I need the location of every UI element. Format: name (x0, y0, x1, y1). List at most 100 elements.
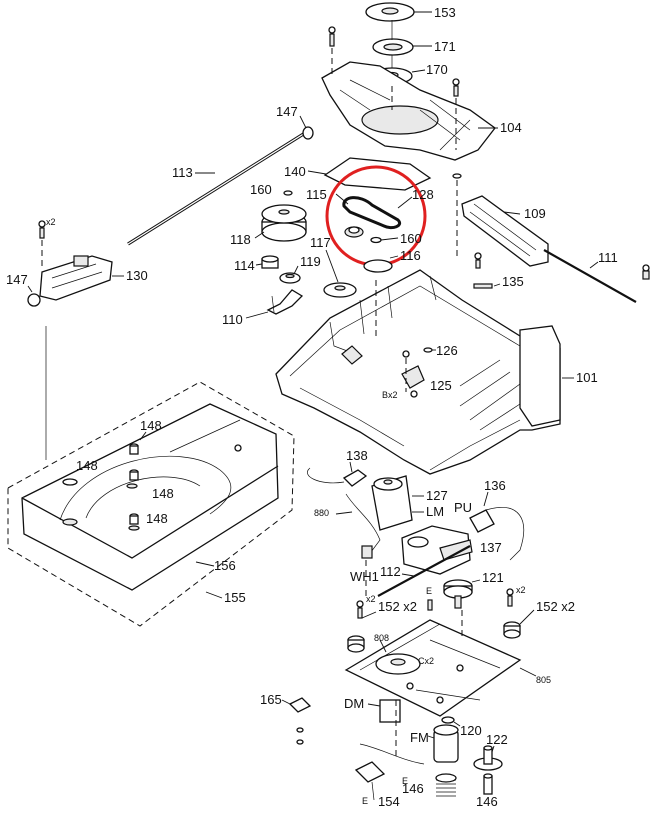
leader-lines (365, 86, 463, 760)
part-160-washer-left (283, 190, 293, 196)
label-148-b: 148 (76, 458, 98, 473)
label-114: 114 (234, 258, 255, 273)
part-147-bushing-left (27, 285, 41, 307)
label-140: 140 (284, 164, 306, 179)
part-120-gear (441, 716, 461, 727)
part-110-lever (245, 289, 304, 319)
label-e-154: E (362, 796, 368, 806)
screw-a-right (642, 264, 650, 280)
part-128-pulley (344, 196, 413, 238)
label-116: 116 (400, 248, 421, 263)
part-880-flex (335, 493, 381, 559)
label-118: 118 (230, 232, 251, 247)
part-fm-feed-motor (427, 724, 459, 763)
label-152-right: 152 x2 (536, 599, 575, 614)
label-117: 117 (310, 235, 331, 250)
label-104: 104 (500, 120, 522, 135)
label-x2-152-left: x2 (366, 594, 376, 604)
part-114-roller (255, 255, 279, 269)
part-119-gear (279, 265, 301, 284)
label-120: 120 (460, 723, 482, 738)
part-126-post (423, 347, 436, 353)
part-148-pin-4 (129, 513, 139, 525)
label-147-left: 147 (6, 272, 28, 287)
part-135-screw (473, 283, 501, 289)
label-136: 136 (484, 478, 506, 493)
part-109-rack (461, 195, 549, 267)
label-119: 119 (300, 254, 321, 269)
screw-b-chassis (402, 350, 418, 398)
label-122: 122 (486, 732, 508, 747)
part-118-flywheel (254, 204, 307, 242)
part-146-gear (483, 773, 493, 795)
screw-a-top-1 (328, 26, 336, 76)
part-121-turntable (443, 579, 481, 609)
part-152-foot-right (503, 609, 535, 639)
part-148-pin-1 (129, 431, 147, 455)
label-wh1: WH1 (350, 569, 379, 584)
part-160-washer-right (370, 236, 399, 244)
part-148-pin-3 (129, 469, 139, 481)
part-117-gear (323, 249, 357, 298)
part-155-outline (7, 381, 295, 627)
screw-a-left (38, 220, 46, 270)
screw-a-152-left (356, 600, 364, 619)
label-e-tray: E (402, 776, 408, 786)
label-165: 165 (260, 692, 282, 707)
leader-155 (205, 591, 223, 599)
label-128: 128 (412, 187, 434, 202)
label-126: 126 (436, 343, 458, 358)
screw-a-top-2 (452, 78, 460, 150)
label-160-left: 160 (250, 182, 272, 197)
label-fm: FM (410, 730, 429, 745)
label-109: 109 (524, 206, 546, 221)
part-146-spring (435, 773, 457, 797)
label-135: 135 (502, 274, 524, 289)
label-125: 125 (430, 378, 452, 393)
label-115: 115 (306, 187, 327, 202)
part-101-chassis (275, 269, 574, 475)
part-130-bracket (39, 255, 124, 301)
label-dm: DM (344, 696, 364, 711)
part-122-worm (473, 745, 503, 771)
label-147-top: 147 (276, 104, 298, 119)
part-116-gear (363, 255, 399, 273)
label-152-left: 152 x2 (378, 599, 417, 614)
label-154: 154 (378, 794, 400, 809)
part-148-pin-2 (62, 478, 78, 486)
label-127: 127 (426, 488, 448, 503)
label-130: 130 (126, 268, 148, 283)
label-880: 880 (314, 508, 329, 518)
label-pu: PU (454, 500, 472, 515)
label-146-left: 146 (402, 781, 424, 796)
part-138-connector (307, 461, 368, 487)
label-155: 155 (224, 590, 246, 605)
part-156-disc-tray (21, 403, 279, 591)
label-lm: LM (426, 504, 444, 519)
washer-458-178 (452, 173, 462, 260)
label-148-d: 148 (146, 511, 168, 526)
label-x2-152-right: x2 (516, 585, 526, 595)
part-127-loading-motor (371, 475, 424, 531)
label-170: 170 (426, 62, 448, 77)
part-152-foot-left (347, 611, 377, 653)
screw-a-135 (474, 252, 482, 269)
label-x2-left: x2 (46, 217, 56, 227)
label-138: 138 (346, 448, 368, 463)
label-171: 171 (434, 39, 456, 54)
screw-a-152-right (506, 588, 514, 607)
part-111-guide-rod (543, 249, 637, 303)
screw-e-805 (427, 599, 433, 611)
label-808: 808 (374, 633, 389, 643)
label-cx2: Cx2 (418, 656, 434, 666)
label-113: 113 (172, 165, 193, 180)
part-113-shaft (127, 131, 306, 246)
screw-a-tray (234, 444, 242, 452)
part-154-bracket (354, 743, 425, 801)
part-147-bushing-top (299, 115, 314, 140)
part-labels: 153 171 170 104 147 113 140 128 160 115 … (6, 5, 618, 809)
label-805: 805 (536, 675, 551, 685)
label-101: 101 (576, 370, 598, 385)
part-pu-pickup (401, 525, 473, 575)
